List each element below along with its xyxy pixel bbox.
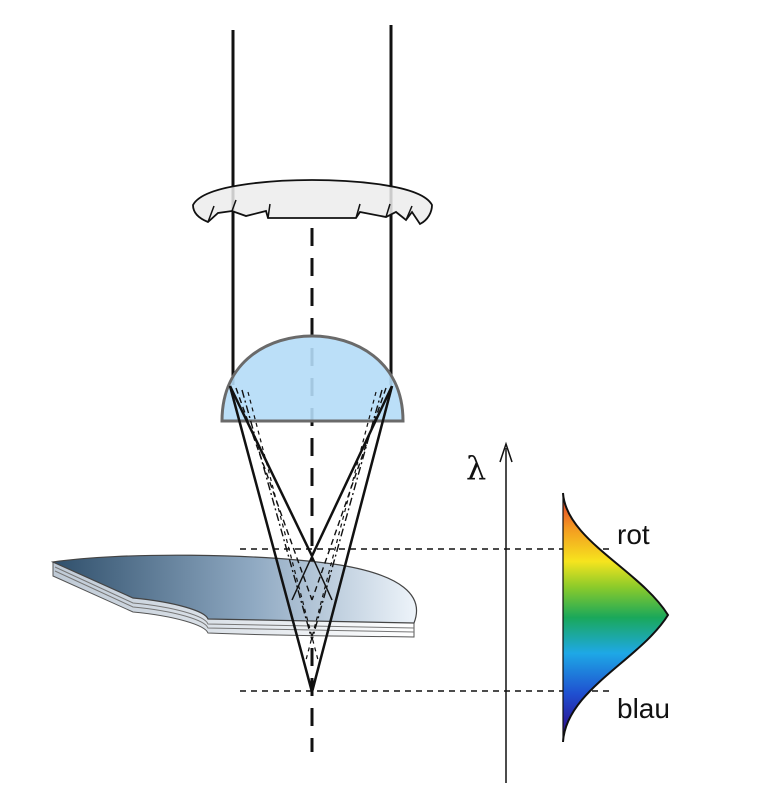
sample-plate-layers <box>54 566 415 633</box>
ray-red-right-cont <box>291 555 313 601</box>
sample-plate-top <box>50 554 418 624</box>
fresnel-lens-steps <box>207 199 413 223</box>
ray-blue-right <box>310 385 394 693</box>
focused-rays <box>228 385 394 693</box>
label-blue: blau <box>617 693 670 724</box>
ray-red-right <box>310 385 394 557</box>
ray-blue-left <box>228 385 314 693</box>
wavelength-axis-arrow <box>499 441 513 463</box>
ray-mid-left-1 <box>235 387 313 601</box>
wavelength-axis: λ <box>466 441 513 783</box>
ray-mid-right-3 <box>305 391 377 661</box>
sample-plate <box>50 554 418 638</box>
wavelength-axis-label: λ <box>466 449 486 487</box>
ray-mid-left-2 <box>241 389 313 641</box>
spectrum-outline <box>562 492 670 743</box>
fresnel-lens-body <box>192 179 433 226</box>
ray-mid-left-3 <box>247 391 319 661</box>
ray-red-left-cont <box>311 555 333 601</box>
fresnel-lens <box>192 179 433 226</box>
label-red: rot <box>617 519 650 550</box>
ray-red-left <box>228 385 314 557</box>
ray-mid-right-2 <box>311 389 383 641</box>
objective-lens <box>220 334 405 423</box>
